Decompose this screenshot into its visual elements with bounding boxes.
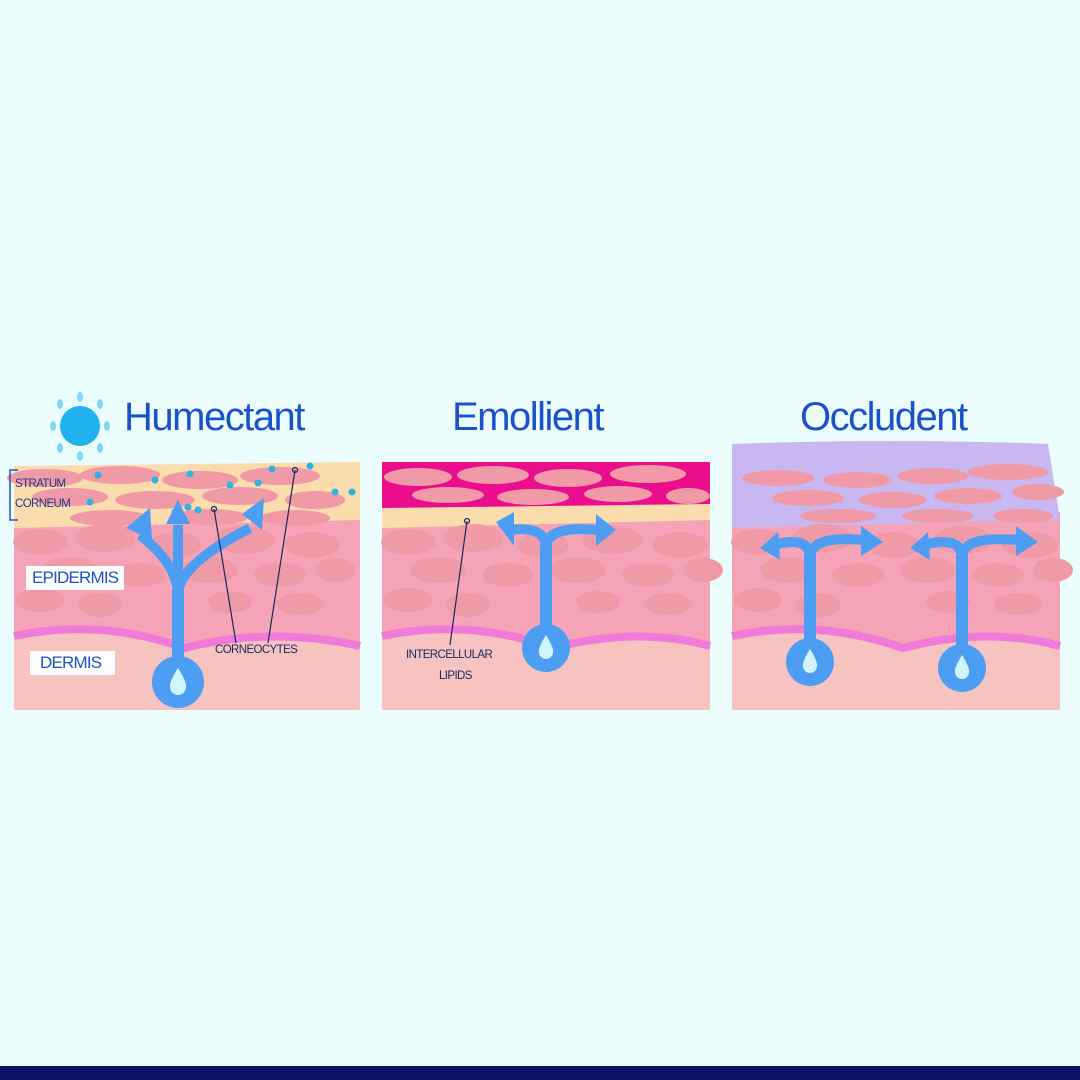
sun-water-icon	[50, 392, 110, 461]
water-drop-icon	[152, 656, 204, 708]
occludent-panel-art	[731, 441, 1073, 710]
emollient-panel-art	[381, 462, 723, 710]
corneocytes-label: CORNEOCYTES	[215, 644, 298, 656]
water-drop-icon	[786, 638, 986, 692]
intercellular-label-line2: LIPIDS	[439, 670, 472, 682]
stratum-label-line2: CORNEUM	[15, 498, 71, 510]
moisture-arrow-icon	[760, 526, 1038, 660]
intercellular-label-line1: INTERCELLULAR	[406, 649, 493, 661]
panel-title-emollient: Emollient	[452, 395, 605, 439]
water-drop-icon	[522, 624, 570, 672]
bottom-bar	[0, 1066, 1080, 1080]
dermis-label: DERMIS	[30, 651, 116, 675]
panel-title-humectant: Humectant	[124, 395, 305, 439]
stratum-label-line1: STRATUM	[15, 478, 66, 490]
humectant-panel-art	[7, 392, 361, 710]
panel-title-occludent: Occludent	[800, 395, 968, 439]
epidermis-label: EPIDERMIS	[26, 566, 125, 590]
